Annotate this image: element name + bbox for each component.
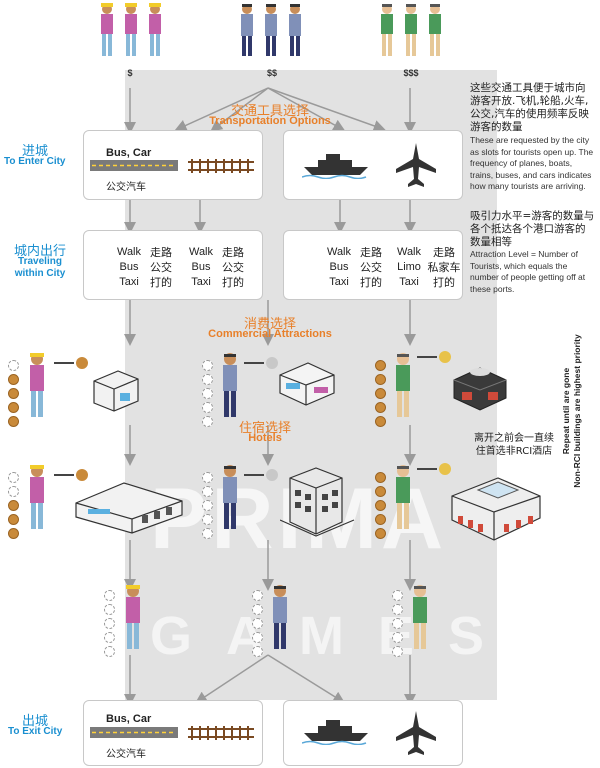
tourist-group-mid	[241, 4, 301, 56]
coin-transfer-icon	[244, 469, 278, 481]
money-level-high: $$$	[403, 68, 419, 78]
coin-stack-low-commercial	[8, 360, 19, 430]
commercial-title-en: Commercial Attractions	[208, 328, 332, 340]
stage-exit-zh: 出城	[22, 714, 49, 729]
shop-building-icon	[93, 370, 139, 412]
coin-stack-low-exit	[104, 590, 115, 660]
restaurant-building-icon	[279, 362, 335, 406]
bus-car-label: Bus, Car	[106, 147, 152, 159]
exit-ground-transport-box: Bus, Car 公交汽车	[83, 700, 263, 766]
airplane-icon	[396, 711, 436, 755]
coin-stack-mid-commercial	[202, 360, 213, 430]
coin-stack-high-exit	[392, 590, 403, 660]
hotels-title-en: Hotels	[248, 432, 282, 444]
money-level-low: $	[127, 68, 133, 78]
watermark-games-logo: GAMES	[150, 606, 519, 666]
exit-bus-car-label-zh: 公交汽车	[106, 749, 146, 760]
coin-stack-mid-hotel	[202, 472, 213, 542]
money-level-mid: $$	[266, 68, 277, 78]
travel-modes-col1-zh: 走路公交打的	[150, 246, 172, 289]
ship-icon	[302, 720, 368, 745]
travel-modes-col4-zh: 走路私家车打的	[427, 246, 461, 289]
hotel-tower-building-icon	[280, 467, 355, 537]
travel-modes-col3-zh: 走路公交打的	[360, 246, 382, 289]
coin-stack-mid-exit	[252, 590, 263, 660]
tourist-mid-commercial	[223, 353, 237, 417]
tourist-rich-hotel	[396, 465, 410, 529]
travel-modes-col2-zh: 走路公交打的	[222, 246, 244, 289]
coin-stack-low-hotel	[8, 472, 19, 542]
tourist-budget-hotel	[30, 465, 44, 529]
stage-within-zh: 城内出行	[14, 244, 67, 259]
bus-car-label-zh: 公交汽车	[106, 182, 146, 193]
landmark-building-icon	[453, 367, 507, 411]
enter-air-sea-transport-box	[283, 130, 463, 200]
transportation-title-en: Transportation Options	[209, 115, 331, 127]
transportation-title-zh: 交通工具选择	[230, 104, 309, 119]
coin-transfer-icon	[54, 469, 88, 481]
tourist-rich-exit	[413, 585, 427, 649]
note-transport-zh: 这些交通工具便于城市向游客开放.飞机,轮船,火车,公交,汽车的使用频率反映游客的…	[470, 82, 589, 133]
exit-air-sea-transport-box	[283, 700, 463, 766]
coin-transfer-icon	[244, 357, 278, 369]
coin-stack-high-hotel	[375, 472, 386, 542]
train-track-icon	[188, 726, 254, 740]
train-track-icon	[188, 159, 254, 173]
note-attraction-zh: 吸引力水平=游客的数量与各个抵达各个港口游客的数量相等	[470, 210, 595, 248]
tourist-mid-hotel	[223, 465, 237, 529]
note-transport-en: These are requested by the city as slots…	[470, 135, 594, 191]
stage-enter-zh: 进城	[22, 144, 49, 159]
airplane-icon	[396, 143, 436, 187]
commercial-title-zh: 消费选择	[243, 317, 296, 332]
tourist-mid-exit	[273, 585, 287, 649]
tourist-rich-commercial	[396, 353, 410, 417]
coin-stack-high-commercial	[375, 360, 386, 430]
resort-building-icon	[451, 477, 541, 541]
tourist-budget-commercial	[30, 353, 44, 417]
stage-within-en: Traveling within City	[14, 256, 66, 279]
road-icon	[90, 160, 178, 171]
exit-bus-car-label: Bus, Car	[106, 713, 152, 725]
motel-building-icon	[75, 482, 183, 534]
tourist-budget-exit	[126, 585, 140, 649]
note-repeat-zh: 离开之前会一直续住首选非RCI酒店	[474, 433, 554, 457]
hotels-title-zh: 住宿选择	[238, 421, 291, 436]
enter-ground-transport-box: Bus, Car 公交汽车	[83, 130, 263, 200]
note-attraction-en: Attraction Level = Number of Tourists, w…	[470, 249, 586, 294]
tourist-group-rich	[381, 4, 441, 56]
coin-transfer-icon	[54, 357, 88, 369]
stage-enter-en: To Enter City	[4, 156, 66, 167]
coin-transfer-icon	[417, 351, 451, 363]
stage-exit-en: To Exit City	[8, 726, 63, 737]
ship-icon	[302, 154, 368, 179]
coin-transfer-icon	[417, 463, 451, 475]
road-icon	[90, 727, 178, 738]
note-repeat-en-vertical: Repeat until are gone Non-RCI buildings …	[561, 334, 582, 488]
tourist-group-budget	[101, 3, 161, 56]
